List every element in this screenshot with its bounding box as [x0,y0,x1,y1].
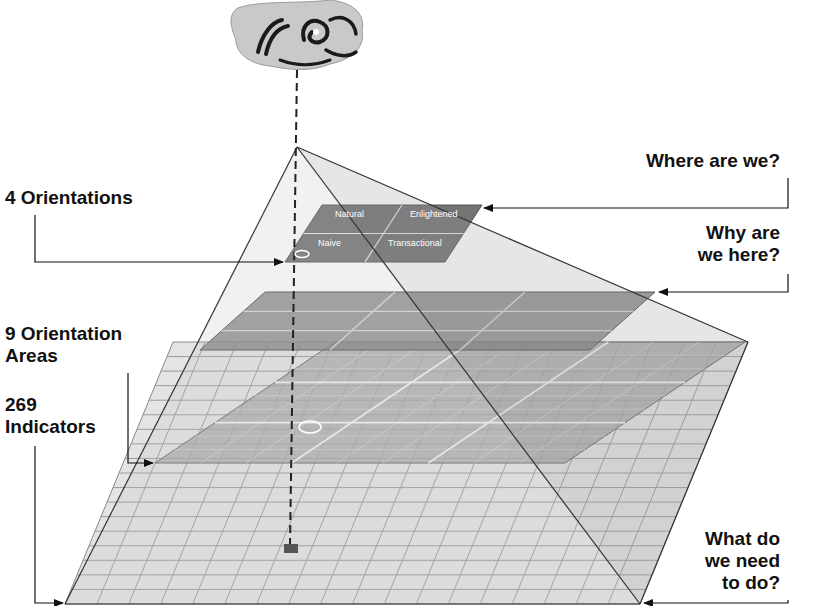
callout-label: 269 Indicators [5,394,115,438]
leader-lines [35,178,788,603]
eye-symbol [231,0,363,70]
pyramid-edges [65,147,748,604]
quadrant-label: Naive [318,238,341,249]
quadrant-label: Enlightened [410,209,458,220]
sight-line [290,70,297,545]
focus-ring [299,421,321,433]
right-face [297,147,748,604]
focus-cell [284,544,298,553]
focus-ring [295,251,309,258]
callout-label: Where are we? [646,150,780,172]
callout-label: What do we need to do? [688,528,780,594]
callout-label: 9 Orientation Areas [5,323,155,367]
quadrant-label: Transactional [388,238,442,249]
quadrant-label: Natural [335,209,364,220]
callout-label: 4 Orientations [5,187,133,209]
callout-label: Why are we here? [688,222,780,266]
